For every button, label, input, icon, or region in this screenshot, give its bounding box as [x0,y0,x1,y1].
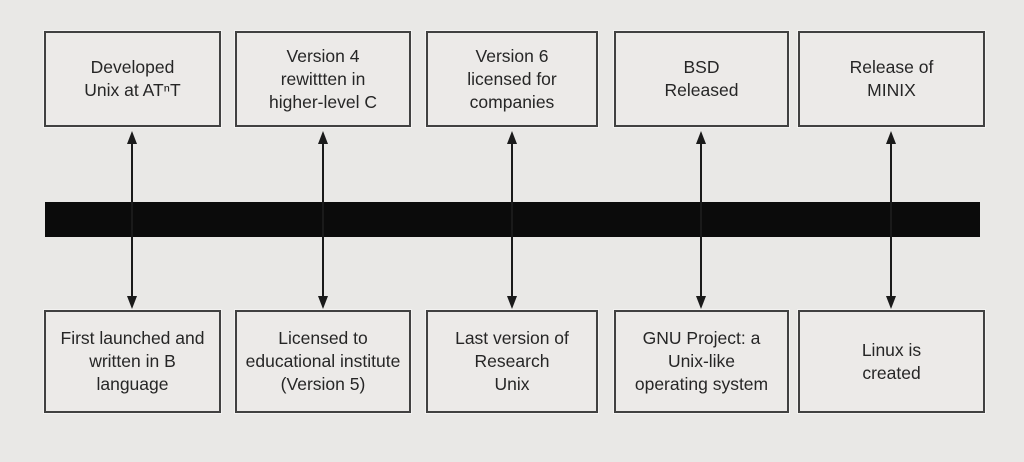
event-box-bottom-b-language: First launched and written in B language [44,310,221,413]
event-box-bottom-version-5: Licensed to educational institute (Versi… [235,310,411,413]
event-box-top-version-4: Version 4 rewittten in higher-level C [235,31,411,127]
event-box-top-developed-unix: Developed Unix at ATⁿT [44,31,221,127]
double-arrow-icon [884,131,898,309]
double-arrow-icon [125,131,139,309]
double-arrow-icon [316,131,330,309]
event-box-bottom-gnu-project: GNU Project: a Unix-like operating syste… [614,310,789,413]
event-box-bottom-research-unix: Last version of Research Unix [426,310,598,413]
event-box-bottom-linux-created: Linux is created [798,310,985,413]
double-arrow-icon [505,131,519,309]
event-box-top-minix-release: Release of MINIX [798,31,985,127]
double-arrow-icon [694,131,708,309]
event-box-top-bsd-released: BSD Released [614,31,789,127]
event-box-top-version-6: Version 6 licensed for companies [426,31,598,127]
